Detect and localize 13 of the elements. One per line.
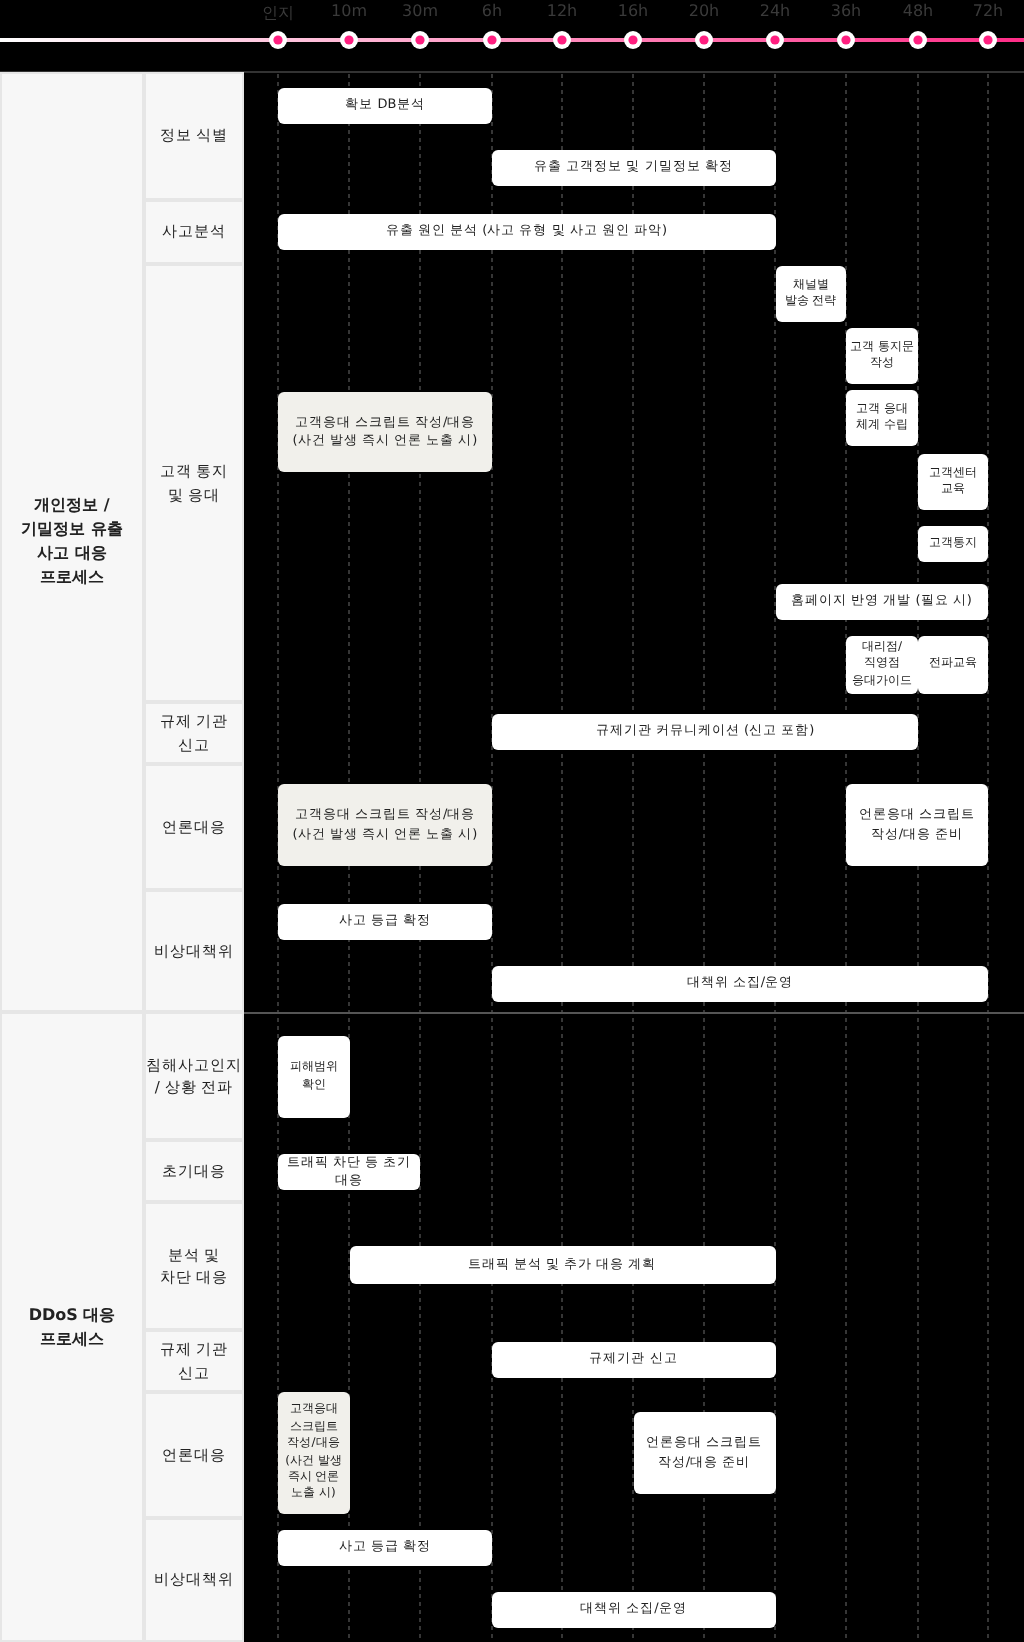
time-label: 16h — [617, 2, 649, 20]
time-label: 36h — [830, 2, 862, 20]
time-label: 인지 — [262, 2, 294, 24]
time-label: 12h — [546, 2, 578, 20]
time-label: 48h — [902, 2, 934, 20]
time-label: 72h — [972, 2, 1004, 20]
time-label: 6h — [481, 2, 503, 20]
process-group-cell: 개인정보 / 기밀정보 유출 사고 대응 프로세스 — [0, 72, 144, 1012]
time-label: 20h — [688, 2, 720, 20]
process-group-cell: DDoS 대응 프로세스 — [0, 1012, 144, 1642]
time-label: 30m — [402, 2, 438, 20]
time-label: 10m — [331, 2, 367, 20]
time-label: 24h — [759, 2, 791, 20]
